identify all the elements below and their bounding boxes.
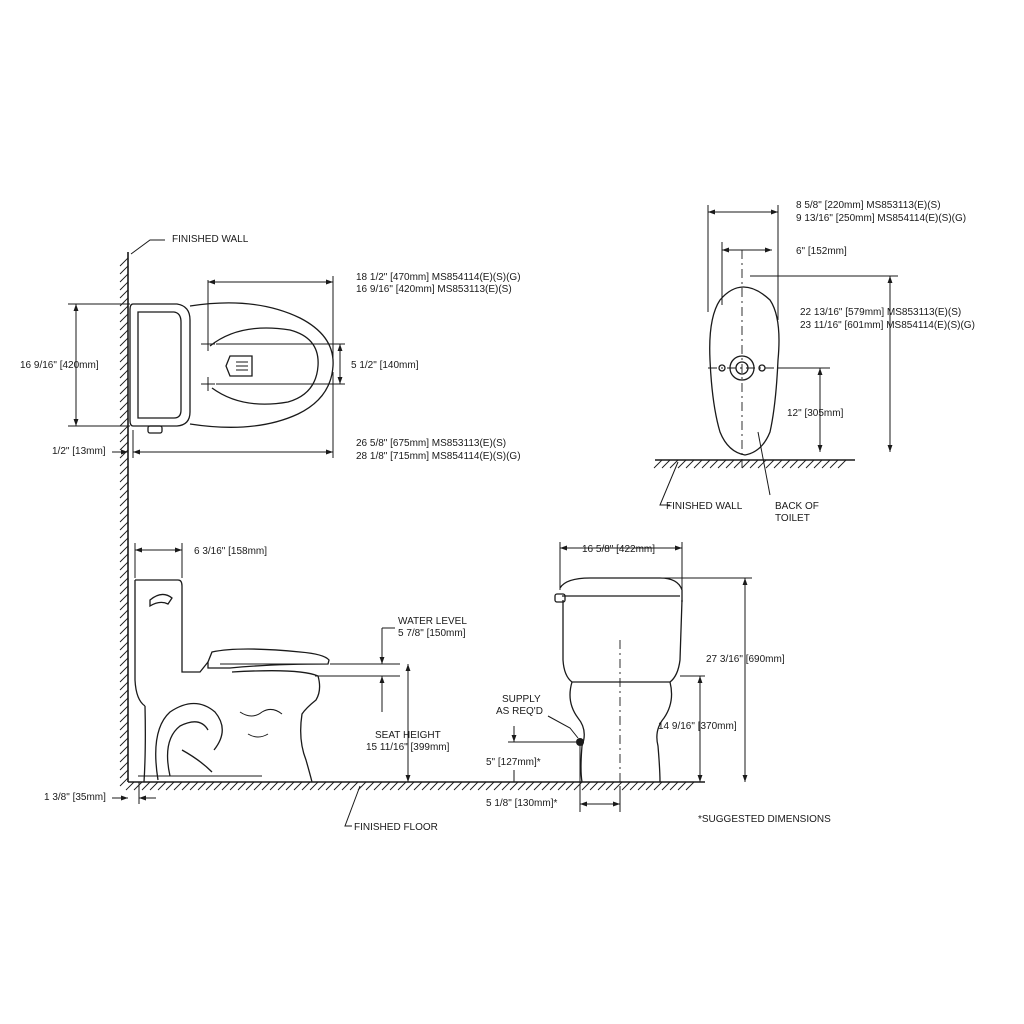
rim-height-label: 14 9/16" [370mm] — [658, 721, 737, 732]
bowl-outlet-icon — [225, 355, 253, 377]
water-level-label-1: WATER LEVEL — [398, 616, 467, 627]
plan-width-label: 16 9/16" [420mm] — [20, 360, 99, 371]
rough-width-label-2: 9 13/16" [250mm] MS854114(E)(S)(G) — [796, 213, 966, 224]
tank-width-label: 16 5/8" [422mm] — [582, 544, 655, 555]
base-offset-label: 1 3/8" [35mm] — [44, 792, 106, 803]
side-dimensions — [112, 543, 411, 827]
rough-length-label-2: 23 11/16" [601mm] MS854114(E)(S)(G) — [800, 320, 975, 331]
seat-height-label-1: SEAT HEIGHT — [375, 730, 441, 741]
finished-floor — [125, 781, 705, 791]
front-dimensions — [508, 542, 752, 812]
bolt-spacing-label: 5 1/2" [140mm] — [351, 360, 419, 371]
flush-lever-icon — [149, 593, 173, 608]
plan-dimensions — [68, 276, 345, 458]
half-width-label: 6" [152mm] — [796, 246, 847, 257]
finished-floor-label: FINISHED FLOOR — [354, 822, 438, 833]
side-view-toilet — [134, 579, 330, 783]
rough-length-label-1: 22 13/16" [579mm] MS853113(E)(S) — [800, 307, 961, 318]
wall-gap-label: 1/2" [13mm] — [52, 446, 106, 457]
supply-height-label: 5" [127mm]* — [486, 757, 541, 768]
seat-height-label-2: 15 11/16" [399mm] — [366, 742, 450, 753]
tank-depth-label: 6 3/16" [158mm] — [194, 546, 267, 557]
back-of-label: BACK OF — [775, 501, 819, 512]
front-view-toilet — [554, 577, 683, 790]
finished-wall-left — [119, 239, 165, 787]
rough-width-label-1: 8 5/8" [220mm] MS853113(E)(S) — [796, 200, 941, 211]
bolt-cross-icon — [201, 337, 215, 391]
plan-total-label-2: 28 1/8" [715mm] MS854114(E)(S)(G) — [356, 451, 521, 462]
finished-wall-label-2: FINISHED WALL — [666, 501, 743, 512]
supply-offset-label: 5 1/8" [130mm]* — [486, 798, 557, 809]
toilet-label: TOILET — [775, 513, 810, 524]
suggested-note: *SUGGESTED DIMENSIONS — [698, 814, 831, 825]
supply-label-1: SUPPLY — [502, 694, 541, 705]
overall-height-label: 27 3/16" [690mm] — [706, 654, 785, 665]
plan-depth-label-2: 16 9/16" [420mm] MS853113(E)(S) — [356, 284, 512, 295]
plan-depth-label-1: 18 1/2" [470mm] MS854114(E)(S)(G) — [356, 272, 521, 283]
rough-in-label: 12" [305mm] — [787, 408, 844, 419]
rough-in-view — [653, 205, 898, 506]
finished-wall-label: FINISHED WALL — [172, 234, 249, 245]
plan-view-toilet — [129, 302, 334, 434]
labels: FINISHED WALL 18 1/2" [470mm] MS854114(E… — [20, 200, 975, 833]
plan-total-label-1: 26 5/8" [675mm] MS853113(E)(S) — [356, 438, 506, 449]
supply-valve-icon — [576, 738, 584, 746]
water-level-label-2: 5 7/8" [150mm] — [398, 628, 466, 639]
supply-label-2: AS REQ'D — [496, 706, 543, 717]
